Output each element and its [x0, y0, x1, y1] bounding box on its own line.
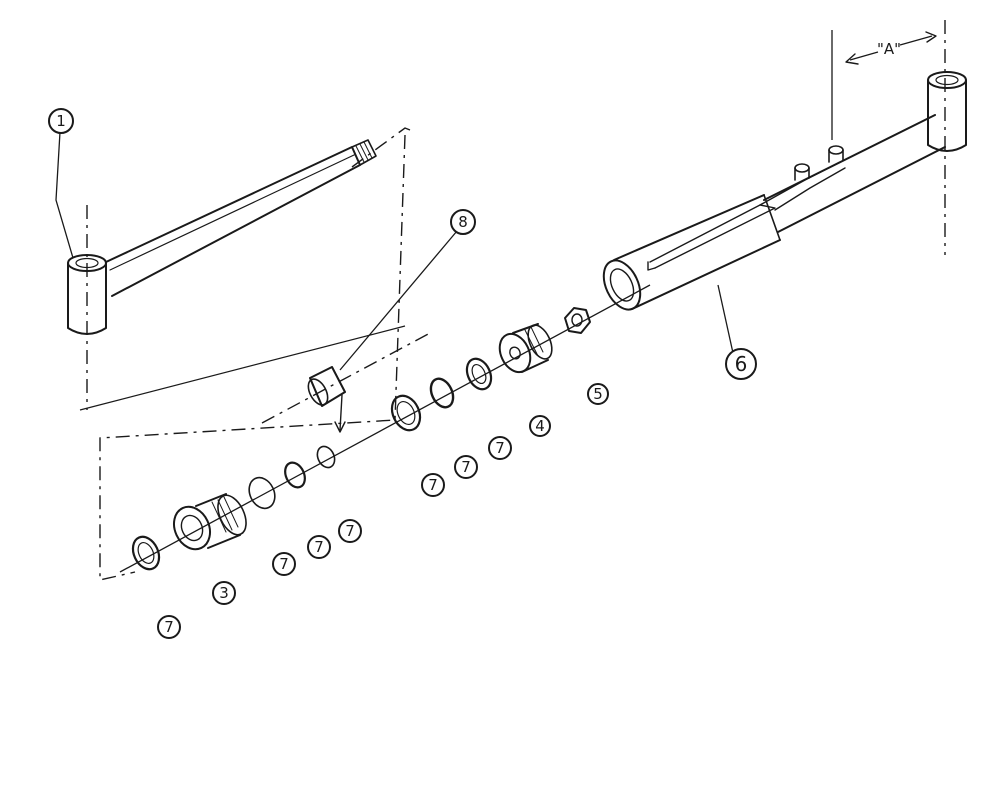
svg-text:7: 7 — [461, 458, 471, 476]
callout-7-d: 7 — [338, 519, 362, 543]
seal-rings-part-7 — [131, 357, 493, 571]
svg-text:6: 6 — [735, 352, 748, 376]
rod-assembly-part-1 — [67, 127, 411, 581]
callout-1: 1 — [48, 108, 74, 134]
leader-lines — [55, 131, 734, 371]
assembly-axis — [119, 284, 651, 573]
callout-7-g: 7 — [488, 436, 512, 460]
svg-text:7: 7 — [164, 618, 174, 636]
svg-text:7: 7 — [345, 522, 355, 540]
svg-text:8: 8 — [458, 213, 468, 231]
hex-nut-part-5 — [564, 307, 591, 334]
callout-4: 4 — [529, 415, 551, 437]
cylinder-barrel-part-6 — [602, 20, 967, 311]
callout-7-c: 7 — [307, 535, 331, 559]
gland-part-3 — [173, 493, 247, 551]
callout-6: 6 — [725, 348, 757, 380]
collar-part-8 — [261, 332, 431, 433]
piston-part-4 — [498, 323, 553, 374]
svg-text:7: 7 — [428, 476, 438, 494]
svg-text:7: 7 — [314, 538, 324, 556]
svg-text:7: 7 — [279, 555, 289, 573]
callout-7-b: 7 — [272, 552, 296, 576]
callout-5: 5 — [587, 383, 609, 405]
svg-text:5: 5 — [593, 385, 603, 403]
callout-7-f: 7 — [454, 455, 478, 479]
callout-3: 3 — [212, 581, 236, 605]
svg-text:1: 1 — [56, 112, 66, 130]
svg-text:7: 7 — [495, 439, 505, 457]
svg-text:4: 4 — [535, 417, 545, 435]
svg-text:3: 3 — [219, 584, 229, 602]
callout-7-a: 7 — [157, 615, 181, 639]
dimension-a-label: "A" — [877, 40, 901, 58]
dimension-a: "A" — [845, 31, 937, 65]
callout-8: 8 — [450, 209, 476, 235]
callout-7-e: 7 — [421, 473, 445, 497]
